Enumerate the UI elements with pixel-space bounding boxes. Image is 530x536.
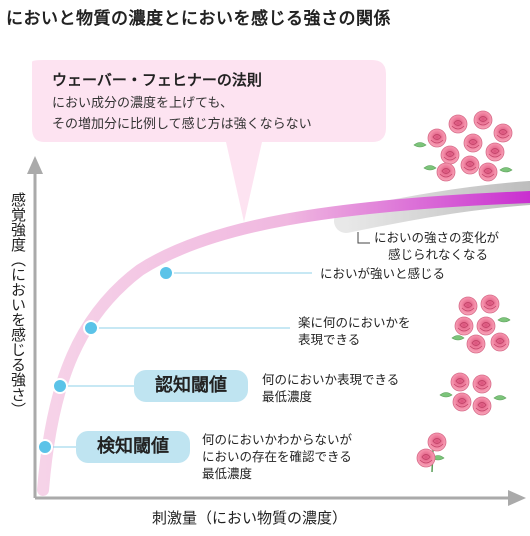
y-axis-label: 感覚強度（においを感じる強さ） — [9, 192, 27, 417]
detection-desc-1: 何のにおいかわからないが — [202, 432, 353, 447]
bubble-line-1: におい成分の濃度を上げても、 — [52, 96, 233, 111]
plateau-bracket — [357, 232, 370, 244]
easy-desc-2: 表現できる — [298, 332, 361, 347]
y-axis-arrow-icon — [27, 156, 43, 174]
easy-dot — [83, 320, 99, 336]
x-axis-arrow-icon — [508, 490, 526, 506]
bubble-line-2: その増加分に比例して感じ方は強くならない — [52, 117, 312, 132]
detection-threshold-badge: 検知閾値 — [76, 431, 190, 463]
strong-desc: においが強いと感じる — [320, 266, 446, 281]
strong-dot — [158, 265, 174, 281]
plateau-desc-2: 感じられなくなる — [388, 247, 489, 262]
recognition-threshold-badge: 認知閾値 — [134, 370, 248, 402]
rose-cluster-icon — [451, 294, 511, 354]
easy-desc-1: 楽に何のにおいかを — [298, 315, 411, 330]
x-axis-label: 刺激量（におい物質の濃度） — [152, 509, 348, 527]
speech-bubble — [32, 60, 386, 222]
page-title: においと物質の濃度とにおいを感じる強さの関係 — [6, 9, 391, 29]
recognition-dot — [52, 378, 68, 394]
recognition-desc-2: 最低濃度 — [262, 389, 313, 404]
detection-desc-2: においの存在を確認できる — [202, 449, 352, 464]
detection-desc-3: 最低濃度 — [202, 466, 253, 481]
recognition-desc-1: 何のにおいか表現できる — [262, 372, 400, 387]
rose-single-icon — [416, 432, 447, 473]
bubble-title: ウェーバー・フェヒナーの法則 — [52, 71, 262, 89]
detection-dot — [37, 439, 53, 455]
rose-small-cluster-icon — [439, 372, 507, 416]
plateau-desc-1: においの強さの変化が — [374, 230, 500, 245]
rose-bouquet-large-icon — [413, 110, 513, 182]
